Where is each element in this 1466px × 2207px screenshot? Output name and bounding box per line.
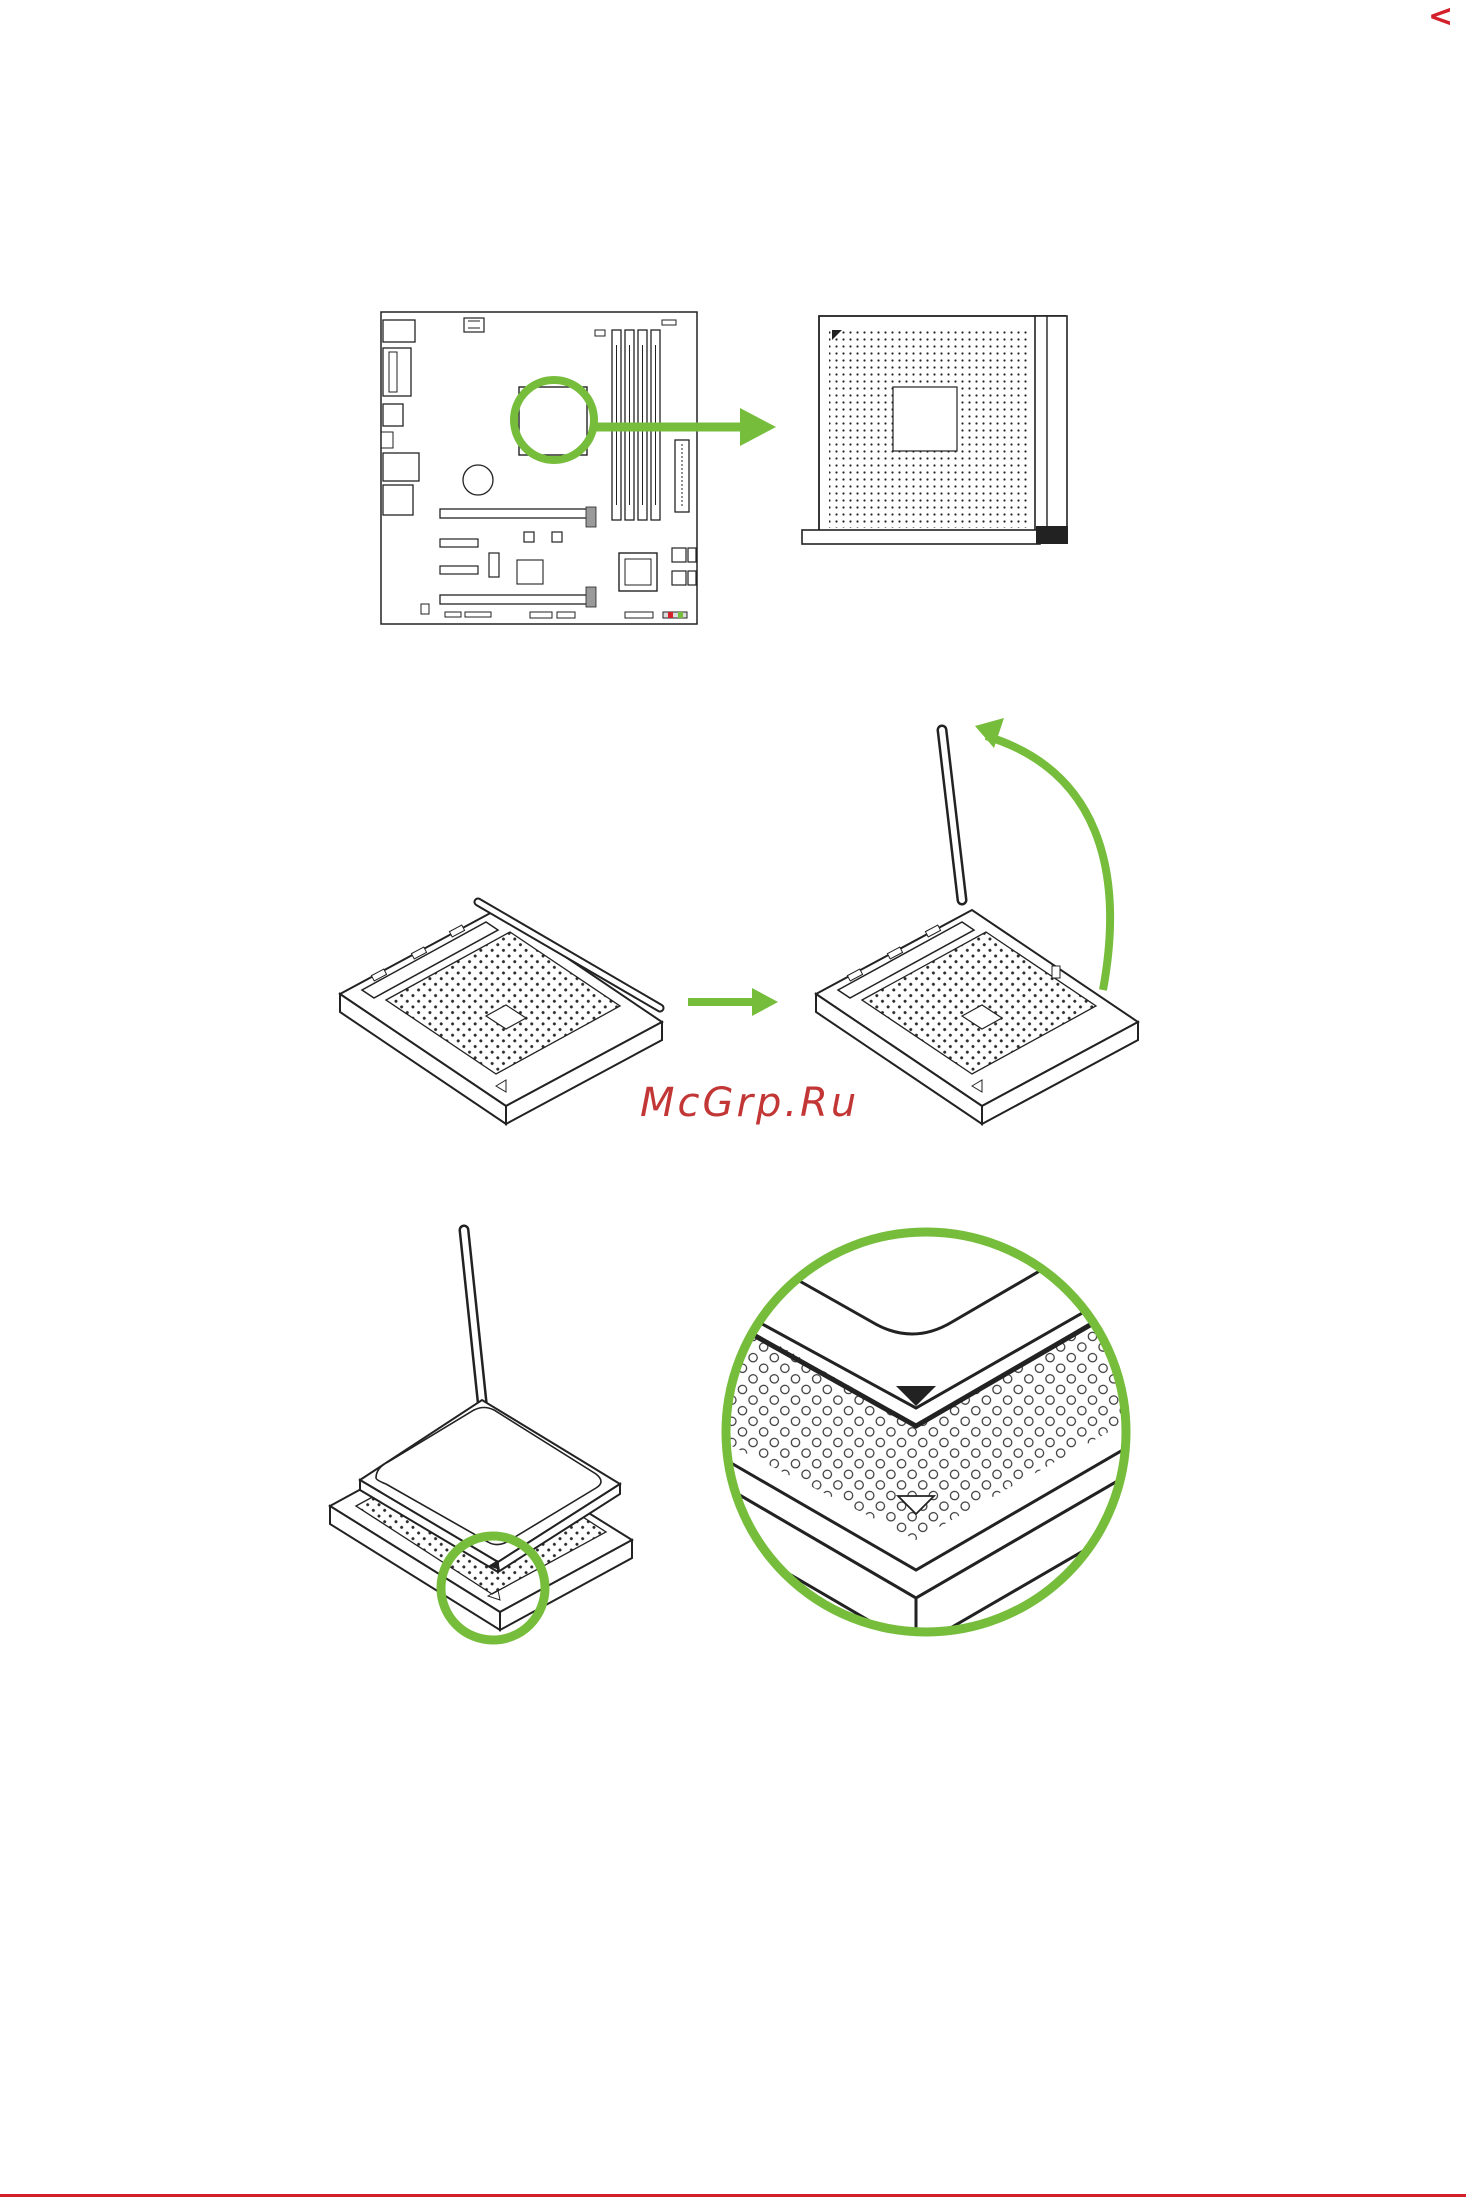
watermark: McGrp.Ru	[640, 1080, 859, 1126]
socket-lever-open	[816, 730, 1138, 1124]
socket-lever-closed	[340, 902, 662, 1124]
cpu-socket-top-view	[802, 316, 1068, 544]
motherboard-layout-icon	[381, 312, 697, 624]
alignment-triangle-closeup	[700, 1230, 1140, 1660]
footer-rule	[0, 2194, 1466, 2197]
lever-direction-arrow	[688, 988, 778, 1016]
cpu-on-socket	[330, 1230, 632, 1630]
